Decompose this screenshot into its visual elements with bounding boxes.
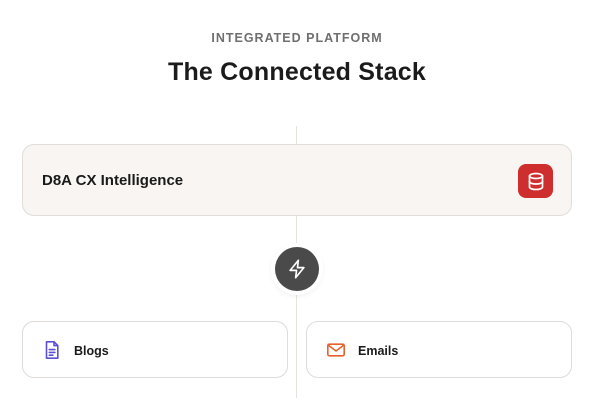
section-eyebrow: INTEGRATED PLATFORM [211, 31, 383, 45]
platform-card-label: D8A CX Intelligence [42, 172, 184, 189]
document-icon [42, 340, 62, 360]
channel-label-blogs: Blogs [74, 344, 109, 358]
lightning-bolt-icon [275, 247, 319, 291]
channel-label-emails: Emails [358, 344, 399, 358]
section-title: The Connected Stack [167, 58, 427, 86]
mail-icon [326, 340, 346, 360]
channel-card-emails[interactable]: Emails [306, 321, 572, 378]
database-icon [518, 164, 553, 198]
platform-card[interactable]: D8A CX Intelligence [22, 144, 572, 216]
channel-card-blogs[interactable]: Blogs [22, 321, 288, 378]
